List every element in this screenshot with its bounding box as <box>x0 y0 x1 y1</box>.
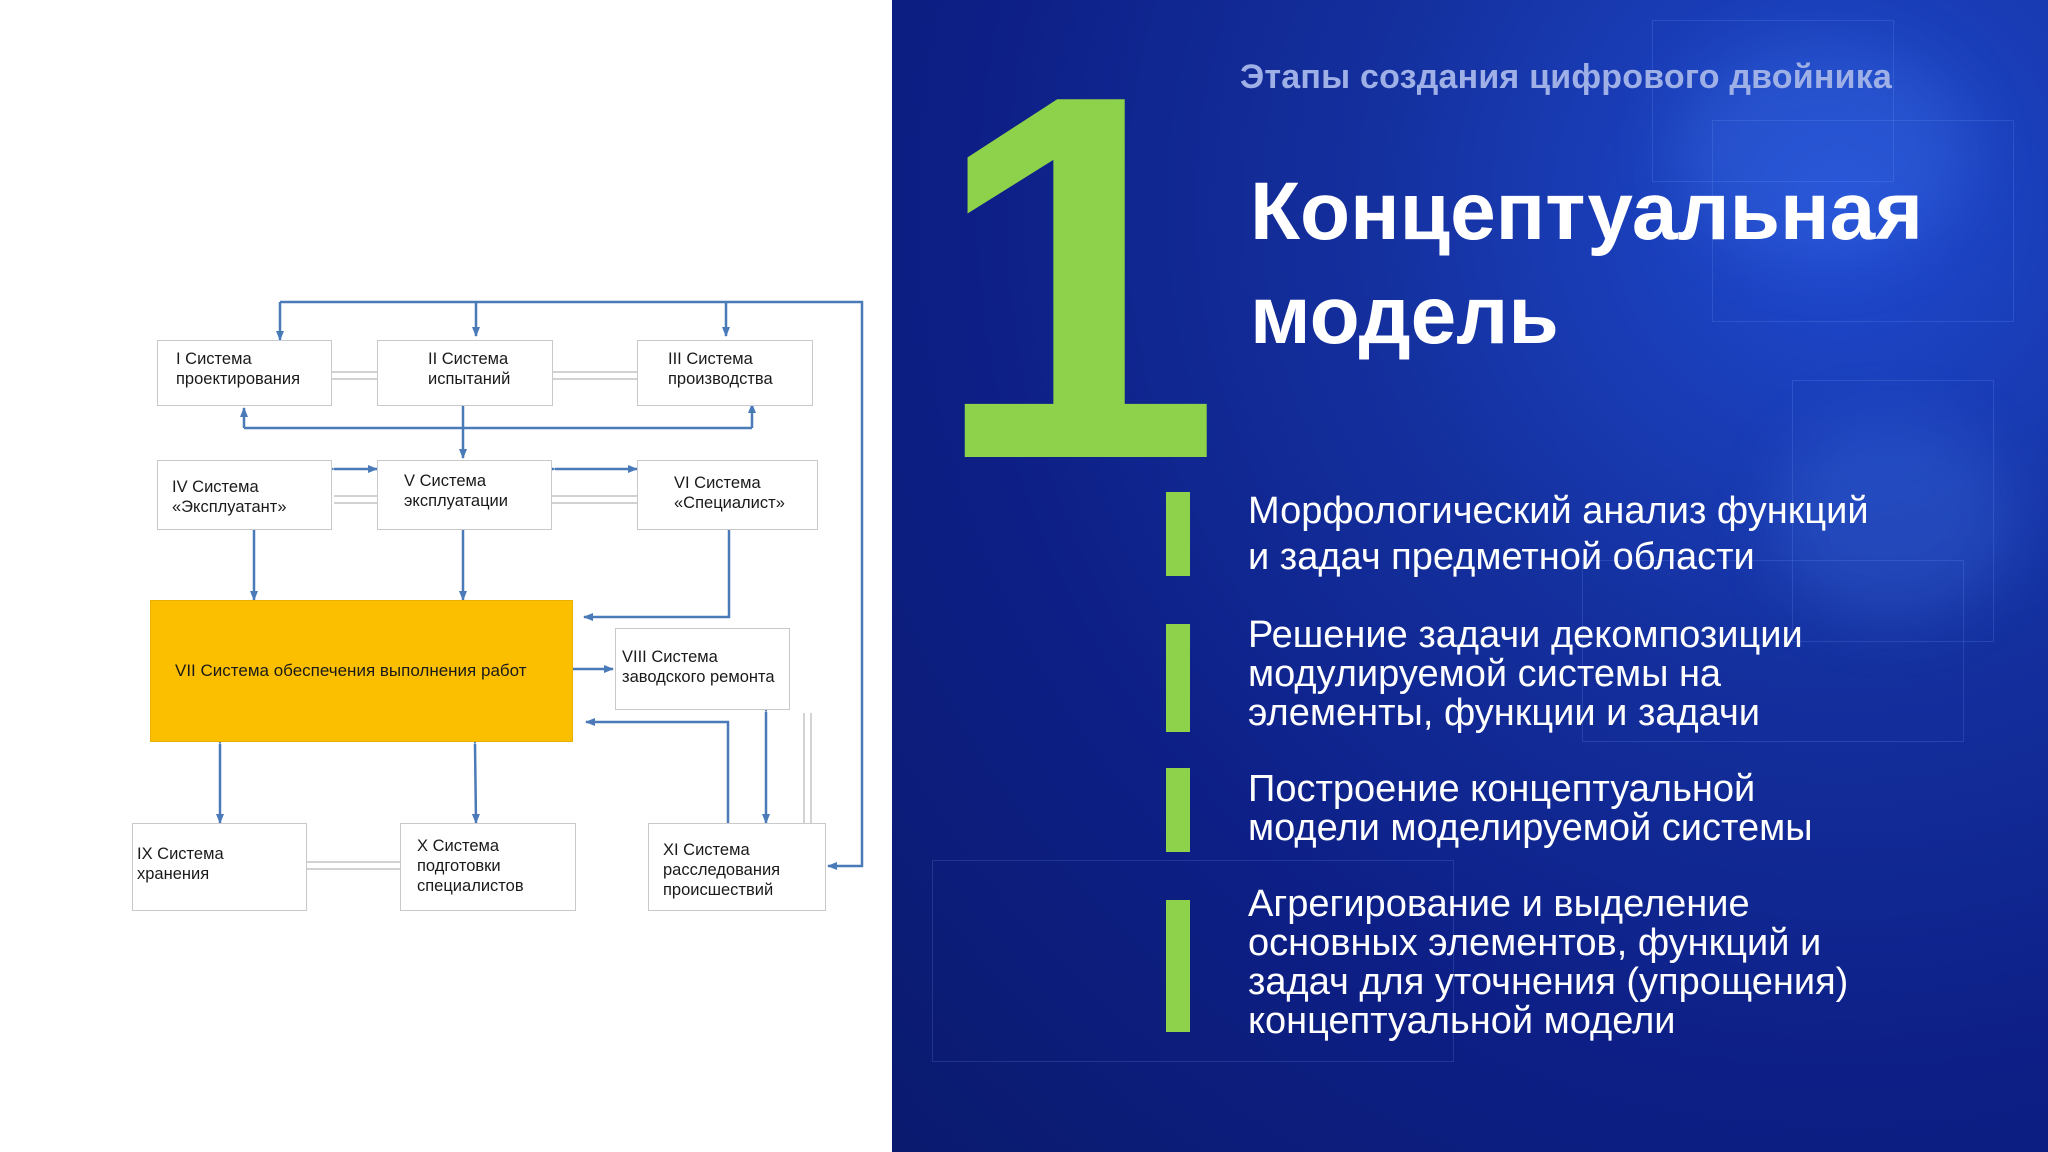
box-label-line: проектирования <box>176 370 301 388</box>
box-investigation-system: XI Система расследования происшествий <box>648 823 826 911</box>
title-line: модель <box>1250 270 1559 361</box>
box-label-line: IV Система <box>172 478 259 496</box>
box-label-line: расследования <box>663 861 781 879</box>
box-design-system: I Система проектирования <box>157 340 332 406</box>
box-label-line: VI Система <box>674 474 761 492</box>
box-label-line: испытаний <box>428 370 511 388</box>
box-label-line: VII Система обеспечения выполнения работ <box>175 661 527 680</box>
background-circuit <box>1652 20 1894 182</box>
background-circuit <box>1582 560 1964 742</box>
background-glow <box>1672 40 1972 260</box>
background-circuit <box>1712 120 2014 322</box>
point-line: и задач предметной области <box>1248 536 1755 578</box>
connector-arrow <box>585 718 732 832</box>
box-label-line: II Система <box>428 350 509 368</box>
point-line: Построение концептуальной <box>1248 768 1756 810</box>
point-accent-bar <box>1166 768 1190 852</box>
background-circuit <box>1792 380 1994 642</box>
point-accent-bar <box>1166 492 1190 576</box>
box-storage-system: IX Система хранения <box>132 823 307 911</box>
background-circuit <box>932 860 1454 1062</box>
box-repair-system: VIII Система заводского ремонта <box>615 628 790 710</box>
point-accent-bar <box>1166 900 1190 1032</box>
box-label-line: XI Система <box>663 841 750 859</box>
diagram-panel: I Система проектирования II Система испы… <box>0 0 892 1152</box>
step-number: 1 <box>932 0 1222 568</box>
box-label-line: эксплуатации <box>404 492 508 510</box>
box-label-line: хранения <box>137 865 210 883</box>
point-item: Решение задачи декомпозиции модулируемой… <box>1248 616 2008 733</box>
slide-title: Концептуальная модель <box>1250 160 1923 368</box>
system-diagram <box>216 300 864 870</box>
box-label-line: «Эксплуатант» <box>172 498 287 516</box>
box-work-support-system: VII Система обеспечения выполнения работ <box>150 600 573 742</box>
box-specialist-system: VI Система «Специалист» <box>637 460 818 530</box>
background-glow <box>1772 420 2012 620</box>
connector-lines <box>216 300 864 870</box>
box-label-line: производства <box>668 370 773 388</box>
box-operator-system: IV Система «Эксплуатант» <box>157 460 332 530</box>
box-label-line: подготовки <box>417 857 501 875</box>
box-label-line: VIII Система <box>622 648 718 666</box>
point-line: элементы, функции и задачи <box>1248 692 1760 734</box>
box-training-system: X Система подготовки специалистов <box>400 823 576 911</box>
point-line: Решение задачи декомпозиции <box>1248 614 1803 656</box>
point-accent-bar <box>1166 624 1190 732</box>
box-label-line: IX Система <box>137 845 224 863</box>
box-production-system: III Система производства <box>637 340 813 406</box>
point-item: Агрегирование и выделение основных элеме… <box>1248 885 2008 1041</box>
box-exploitation-system: V Система эксплуатации <box>377 460 552 530</box>
point-item: Морфологический анализ функций и задач п… <box>1248 492 2008 577</box>
connector-arrow <box>583 521 733 621</box>
box-label-line: III Система <box>668 350 753 368</box>
point-line: концептуальной модели <box>1248 1000 1676 1042</box>
box-label-line: V Система <box>404 472 487 490</box>
connector-arrow <box>280 300 864 870</box>
point-item: Построение концептуальной модели моделир… <box>1248 770 2008 848</box>
box-label-line: заводского ремонта <box>622 668 775 686</box>
box-label-line: «Специалист» <box>674 494 785 512</box>
box-label-line: I Система <box>176 350 252 368</box>
title-line: Концептуальная <box>1250 166 1924 257</box>
point-line: Морфологический анализ функций <box>1248 490 1869 532</box>
box-label-line: специалистов <box>417 877 524 895</box>
point-line: основных элементов, функций и <box>1248 922 1822 964</box>
box-label-line: происшествий <box>663 881 774 899</box>
box-testing-system: II Система испытаний <box>377 340 553 406</box>
connector-arrow <box>470 734 480 824</box>
slide-subtitle: Этапы создания цифрового двойника <box>1240 58 1893 96</box>
title-panel: Этапы создания цифрового двойника 1 Конц… <box>892 0 2048 1152</box>
point-line: модели моделируемой системы <box>1248 807 1813 849</box>
point-line: модулируемой системы на <box>1248 653 1722 695</box>
box-label-line: X Система <box>417 837 500 855</box>
point-line: задач для уточнения (упрощения) <box>1248 961 1849 1003</box>
point-line: Агрегирование и выделение <box>1248 883 1750 925</box>
